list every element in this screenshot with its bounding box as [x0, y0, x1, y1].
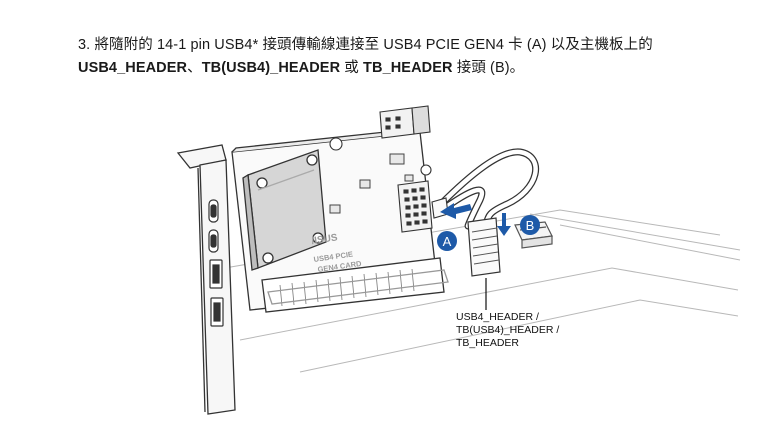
tb-usb4-header-label: TB(USB4)_HEADER — [201, 60, 341, 76]
step-text-end: 接頭 (B)。 — [456, 60, 525, 76]
cable-plug-b — [467, 217, 501, 277]
card-header-connector — [397, 180, 433, 233]
step-text-start: 將隨附的 14-1 pin USB4* 接頭傳輸線連接至 USB4 PCIE G… — [94, 37, 653, 53]
svg-text:A: A — [443, 234, 452, 249]
or-text: 或 — [344, 60, 359, 76]
arrow-to-card-icon — [440, 203, 472, 219]
usb4-header-label: USB4_HEADER — [78, 60, 188, 76]
card-holes — [329, 137, 432, 176]
aux-connector — [379, 105, 431, 139]
step-number: 3. — [78, 37, 91, 53]
marker-a: A — [437, 231, 457, 251]
card-brand: /ISUS — [311, 232, 339, 247]
tb-header-label: TB_HEADER — [363, 60, 453, 76]
instruction-text: 3. 將隨附的 14-1 pin USB4* 接頭傳輸線連接至 USB4 PCI… — [78, 34, 718, 80]
heatsink — [242, 149, 327, 271]
pcie-bracket — [176, 144, 236, 415]
header-cable — [436, 148, 540, 230]
direction-arrows — [440, 203, 511, 236]
marker-b: B — [520, 215, 540, 235]
callout-line-1: USB4_HEADER / — [456, 311, 539, 323]
callout-line-2: TB(USB4)_HEADER / — [456, 324, 560, 336]
bracket-ports — [208, 199, 224, 327]
cable-plug-a — [431, 197, 449, 219]
callout-line-3: TB_HEADER — [456, 337, 520, 349]
separator: 、 — [187, 60, 202, 76]
card-components — [329, 153, 414, 214]
header-callout: USB4_HEADER / TB(USB4)_HEADER / TB_HEADE… — [456, 311, 559, 350]
svg-text:B: B — [526, 218, 535, 233]
arrow-down-icon — [497, 213, 511, 236]
